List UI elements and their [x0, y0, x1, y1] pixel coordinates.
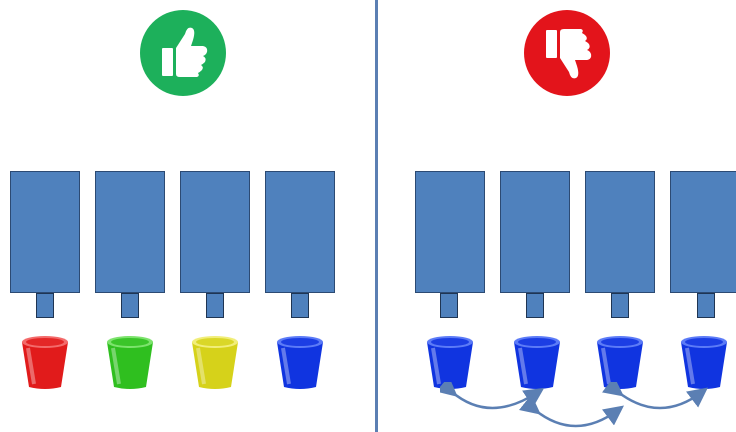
good-cup-blue: [275, 334, 325, 390]
bad-machine-3: [585, 171, 655, 293]
good-nozzle-4: [291, 293, 309, 318]
swap-arrows: [440, 382, 736, 432]
good-cup-green: [105, 334, 155, 390]
swap-arrow-3-4: [618, 392, 702, 408]
thumbs-down-icon: [524, 10, 610, 96]
panel-divider: [375, 0, 378, 432]
thumbs-up-icon: [140, 10, 226, 96]
swap-arrow-1-2: [452, 392, 538, 408]
bad-nozzle-4: [697, 293, 715, 318]
good-nozzle-3: [206, 293, 224, 318]
good-cup-red: [20, 334, 70, 390]
good-panel-badge: [140, 10, 226, 96]
good-nozzle-1: [36, 293, 54, 318]
bad-machine-1: [415, 171, 485, 293]
good-nozzle-2: [121, 293, 139, 318]
cup-icon: [105, 334, 155, 390]
swap-arrow-2-3: [535, 410, 618, 426]
good-machine-2: [95, 171, 165, 293]
good-machine-1: [10, 171, 80, 293]
good-machine-3: [180, 171, 250, 293]
bad-machine-4: [670, 171, 736, 293]
bad-panel-badge: [524, 10, 610, 96]
bad-machine-2: [500, 171, 570, 293]
bad-nozzle-3: [611, 293, 629, 318]
bad-nozzle-1: [440, 293, 458, 318]
cup-icon: [275, 334, 325, 390]
bad-nozzle-2: [526, 293, 544, 318]
good-cup-yellow: [190, 334, 240, 390]
good-machine-4: [265, 171, 335, 293]
cup-icon: [190, 334, 240, 390]
cup-icon: [20, 334, 70, 390]
